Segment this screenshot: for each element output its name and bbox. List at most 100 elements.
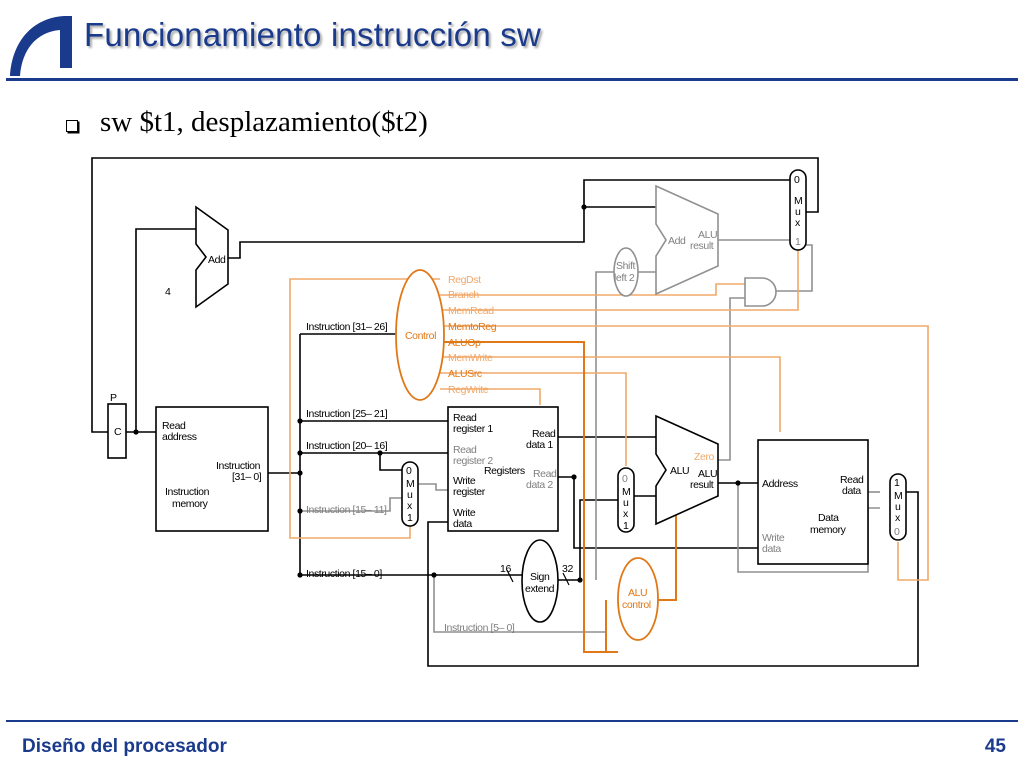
imem-name2: memory [172,498,209,510]
page-number: 45 [984,736,1006,757]
signal-branch: Branch [448,289,479,301]
mux-regdst-m: M [406,478,414,490]
alu-zero: Zero [694,451,715,463]
signal-memtoreg: MemtoReg [448,321,497,333]
field-25-21: Instruction [25– 21] [306,408,388,420]
alu-res1: ALU [698,468,717,480]
reg-rr2b: register 2 [453,455,493,467]
add-pc4-label: Add [208,254,226,266]
reg-rd2a: Read [533,468,557,480]
title-divider [6,78,1018,81]
dmem-wd2: data [762,543,781,555]
dmem-name2: memory [810,524,847,536]
sign-extend-a: Sign [530,571,550,583]
mux-alusrc-u: u [623,497,629,509]
mux-mem-u: u [895,501,901,513]
shift-b: left 2 [614,272,635,284]
register-file [447,406,559,532]
signal-memwrite: MemWrite [448,352,493,364]
control-label: Control [405,330,436,342]
control-unit [395,269,445,401]
signal-regwrite: RegWrite [448,384,489,396]
mux-alusrc-m: M [622,486,630,498]
instruction-bullet: sw $t1, desplazamiento($t2) [100,106,428,138]
reg-wdb: data [453,518,472,530]
field-20-16: Instruction [20– 16] [306,440,388,452]
dmem-wd1: Write [762,532,785,544]
pc-label-c: C [114,426,122,438]
shift-a: Shift [616,260,635,272]
control-wires [289,250,929,581]
signal-alusrc: ALUSrc [448,368,482,380]
mux-regdst-bot: 1 [407,512,413,524]
bit-width-marks [506,569,570,586]
mux-pc-bot: 1 [795,236,801,248]
imem-name1: Instruction [165,486,210,498]
mux-mem-bot: 0 [894,526,900,538]
field-5-0: Instruction [5– 0] [444,622,515,634]
mux-pc-u: u [795,206,801,218]
reg-wra: Write [453,475,476,487]
mux-alusrc-x: x [623,508,629,520]
alu-label: ALU [670,465,689,477]
reg-rr2a: Read [453,444,477,456]
mux-mem-x: x [895,512,901,524]
field-15-11: Instruction [15– 11] [306,504,387,516]
mux-pc-m: M [794,195,802,207]
shift-left-2 [613,247,639,297]
sign-extend-out: 32 [562,563,573,575]
reg-rd1a: Read [532,428,556,440]
logo-icon [10,16,72,76]
mux-regdst [401,461,419,527]
reg-wda: Write [453,507,476,519]
page-title: Funcionamiento instrucción sw [84,16,542,53]
mux-memtoreg [889,473,907,541]
imem-bits: [31– 0] [232,471,262,483]
mux-mem-m: M [894,490,902,502]
constant-four: 4 [165,286,171,298]
dmem-name1: Data [818,512,839,524]
alu [655,414,719,526]
field-15-0: Instruction [15– 0] [306,568,382,580]
and-gate [744,277,777,307]
add-branch-res1: ALU [698,229,717,241]
add-pc4 [195,205,229,309]
dmem-rd2: data [842,485,861,497]
add-branch-label: Add [668,235,686,247]
mux-alusrc-top: 0 [622,473,628,485]
imem-read: Read [162,420,186,432]
mux-alusrc-bot: 1 [623,520,629,532]
footer-divider [6,720,1018,722]
sign-extend-b: extend [525,583,555,595]
mux-mem-top: 1 [894,477,900,489]
reg-wrb: register [453,486,486,498]
data-memory [757,439,869,565]
sign-extend [521,539,559,623]
alu-control-b: control [622,599,651,611]
instruction-memory [155,406,269,532]
imem-address: address [162,431,197,443]
mux-regdst-x: x [407,500,413,512]
alu-control [617,557,659,641]
mux-pc [789,169,807,251]
reg-rd1b: data 1 [526,439,553,451]
footer-course-title: Diseño del procesador [22,736,227,757]
add-branch-res2: result [690,240,714,252]
add-branch [655,184,719,296]
signal-memread: MemRead [448,305,494,317]
dmem-rd1: Read [840,474,864,486]
alu-control-a: ALU [628,587,647,599]
reg-rd2b: data 2 [526,479,553,491]
bullet-box-icon [66,120,78,132]
junction-dots [133,204,741,583]
inactive-wires [300,239,880,633]
pc-label-p: P [110,392,117,404]
reg-rr1a: Read [453,412,477,424]
mux-regdst-top: 0 [406,465,412,477]
pc-register [107,403,127,459]
imem-instruction: Instruction [216,460,261,472]
alu-res2: result [690,479,714,491]
reg-name: Registers [484,465,525,477]
signal-aluop: ALUOp [448,337,481,349]
